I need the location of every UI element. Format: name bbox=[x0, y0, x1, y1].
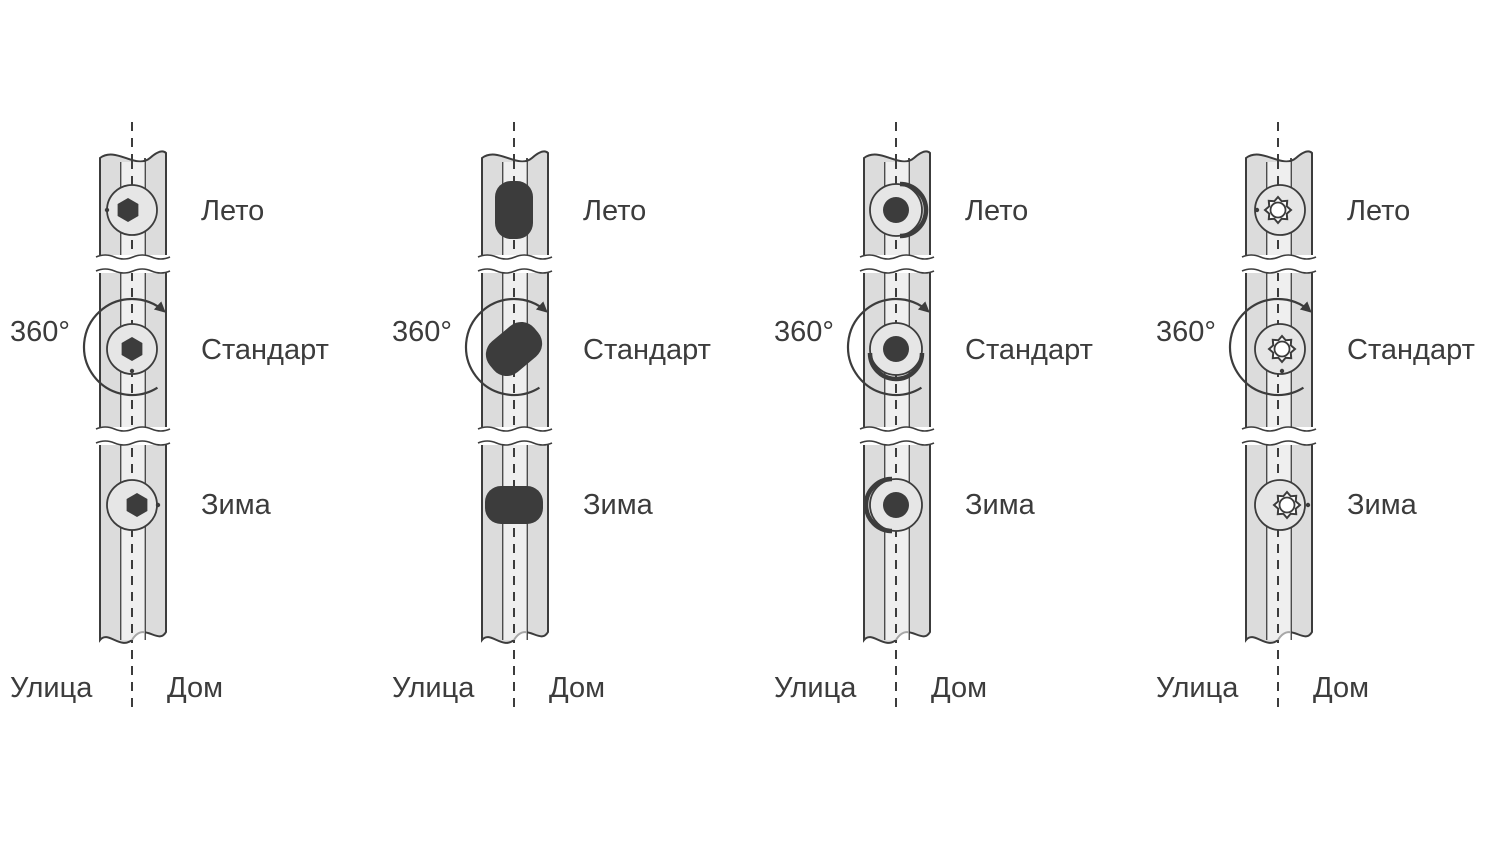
rotation-arrow-icon bbox=[846, 297, 930, 397]
rotation-arrow-icon bbox=[82, 297, 166, 397]
rotation-arrow-icon bbox=[1228, 297, 1312, 397]
round-eccentric-icon bbox=[867, 322, 925, 382]
standard-label: Стандарт bbox=[201, 334, 329, 366]
winter-label: Зима bbox=[583, 489, 654, 521]
torx-eccentric-icon bbox=[1254, 184, 1306, 236]
street-label: Улица bbox=[392, 672, 475, 704]
street-label: Улица bbox=[1156, 672, 1239, 704]
winter-label: Зима bbox=[965, 489, 1036, 521]
oval-eccentric-icon bbox=[495, 181, 533, 239]
rotation-label: 360° bbox=[774, 316, 834, 348]
street-label: Улица bbox=[10, 672, 93, 704]
summer-label: Лето bbox=[965, 195, 1028, 227]
home-label: Дом bbox=[167, 672, 223, 704]
home-label: Дом bbox=[931, 672, 987, 704]
torx-eccentric-icon bbox=[1254, 479, 1311, 531]
round-eccentric-icon bbox=[869, 181, 929, 239]
home-label: Дом bbox=[1313, 672, 1369, 704]
street-label: Улица bbox=[774, 672, 857, 704]
hex-eccentric-icon bbox=[104, 184, 158, 236]
torx-eccentric-icon bbox=[1254, 323, 1306, 375]
rotation-arrow-icon bbox=[464, 297, 548, 397]
standard-label: Стандарт bbox=[1347, 334, 1475, 366]
hex-eccentric-icon bbox=[106, 479, 161, 531]
rotation-label: 360° bbox=[10, 316, 70, 348]
home-label: Дом bbox=[549, 672, 605, 704]
winter-label: Зима bbox=[1347, 489, 1418, 521]
rotation-label: 360° bbox=[1156, 316, 1216, 348]
winter-label: Зима bbox=[201, 489, 272, 521]
oval-eccentric-icon bbox=[485, 321, 543, 377]
summer-label: Лето bbox=[201, 195, 264, 227]
oval-eccentric-icon bbox=[485, 486, 543, 524]
summer-label: Лето bbox=[1347, 195, 1410, 227]
round-eccentric-icon bbox=[863, 476, 923, 534]
standard-label: Стандарт bbox=[965, 334, 1093, 366]
hex-eccentric-icon bbox=[106, 323, 158, 375]
standard-label: Стандарт bbox=[583, 334, 711, 366]
rotation-label: 360° bbox=[392, 316, 452, 348]
summer-label: Лето bbox=[583, 195, 646, 227]
